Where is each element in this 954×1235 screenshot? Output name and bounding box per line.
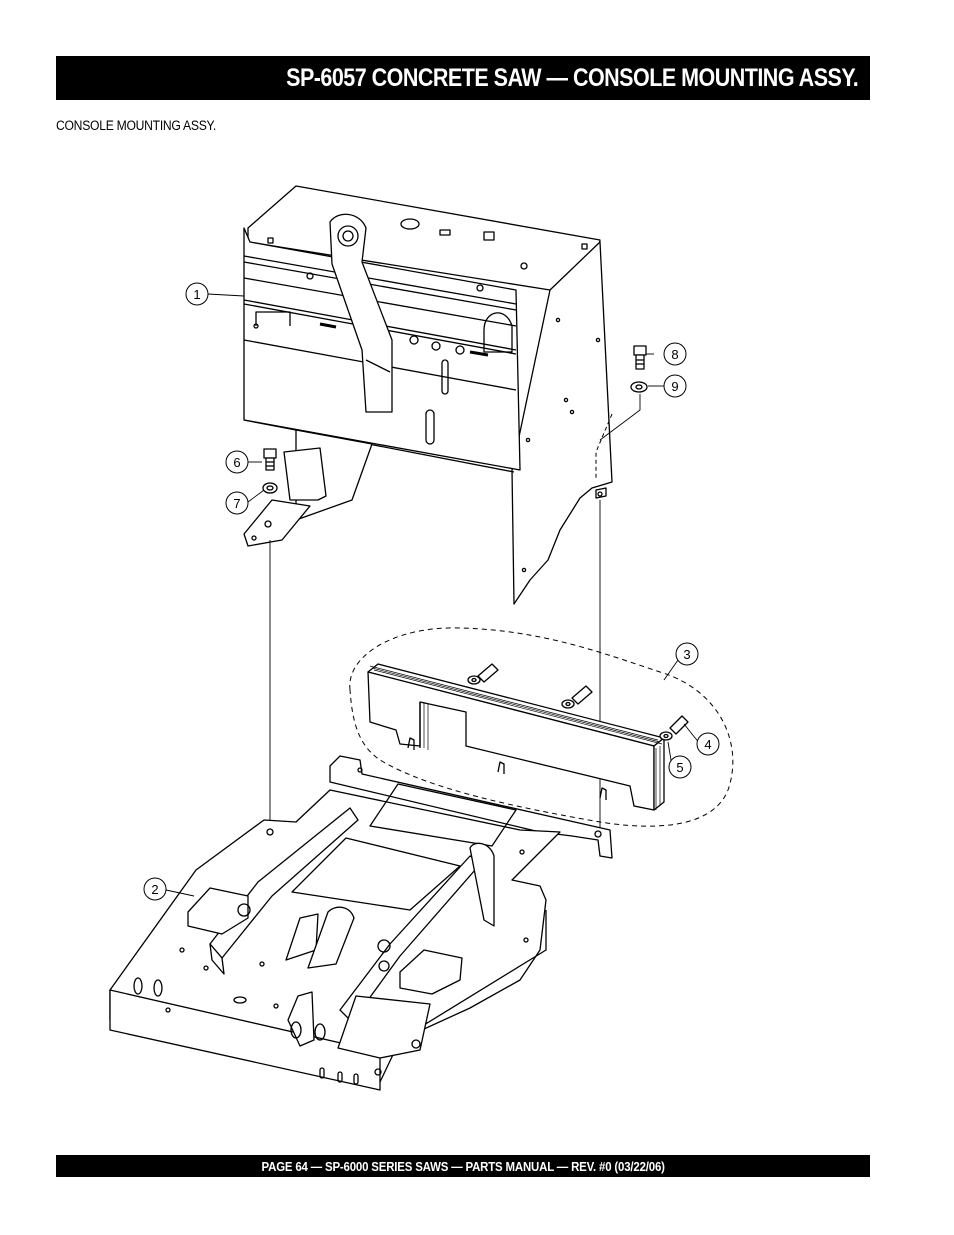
callout-number: 7 [233, 496, 240, 511]
bolt-4 [669, 715, 689, 735]
washer-5 [659, 731, 673, 741]
washer-9 [630, 381, 648, 393]
callout-7: 7 [225, 491, 249, 515]
callout-number: 6 [233, 455, 240, 470]
counterweight-group-outline [349, 627, 734, 827]
stack-bolt-2 [561, 685, 593, 709]
page-title-bar: SP-6057 CONCRETE SAW — CONSOLE MOUNTING … [56, 56, 870, 100]
callout-1: 1 [185, 282, 209, 306]
washer-7 [262, 482, 278, 494]
footer-text: PAGE 64 — SP-6000 SERIES SAWS — PARTS MA… [261, 1158, 665, 1174]
console-housing [243, 185, 613, 605]
page-footer: PAGE 64 — SP-6000 SERIES SAWS — PARTS MA… [56, 1155, 870, 1177]
stack-bolt-1 [467, 663, 499, 685]
callout-6: 6 [225, 450, 249, 474]
bolt-8 [633, 345, 647, 370]
callout-number: 2 [151, 882, 158, 897]
callout-5: 5 [668, 755, 692, 779]
counterweight-stack [367, 663, 665, 811]
callout-number: 9 [671, 379, 678, 394]
callout-number: 1 [193, 287, 200, 302]
callout-3: 3 [675, 642, 699, 666]
callout-4: 4 [696, 732, 720, 756]
callout-2: 2 [143, 877, 167, 901]
page-title: SP-6057 CONCRETE SAW — CONSOLE MOUNTING … [285, 63, 859, 92]
main-frame [109, 755, 613, 1091]
callout-number: 5 [676, 760, 683, 775]
callout-number: 3 [683, 647, 690, 662]
callout-number: 8 [671, 347, 678, 362]
callout-number: 4 [704, 737, 711, 752]
bolt-6 [263, 448, 277, 471]
callout-9: 9 [663, 374, 687, 398]
callout-8: 8 [663, 342, 687, 366]
section-label: CONSOLE MOUNTING ASSY. [56, 118, 216, 133]
